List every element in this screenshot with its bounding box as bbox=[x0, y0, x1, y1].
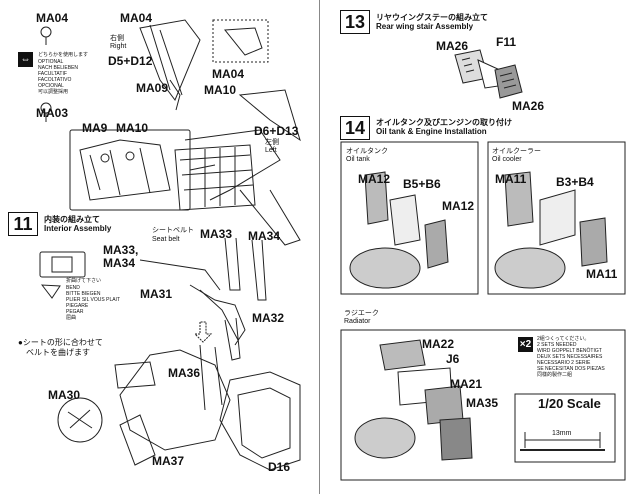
part-label-ma09: MA09 bbox=[136, 81, 169, 95]
oiltank-en: Oil tank bbox=[346, 156, 370, 163]
step-13-number: 13 bbox=[340, 10, 370, 34]
step-14-number: 14 bbox=[340, 116, 370, 140]
sets-line-7: 同樣的製作二組 bbox=[537, 372, 573, 378]
dimension-label: 13mm bbox=[552, 430, 572, 437]
sets-line-2: 2 SETS NEEDED bbox=[537, 342, 577, 348]
part-label-ma22: MA22 bbox=[422, 337, 455, 351]
page-divider bbox=[319, 0, 320, 494]
part-label-ma9: MA9 bbox=[82, 121, 108, 135]
radiator-en: Radiator bbox=[344, 318, 371, 325]
part-label-ma04: MA04 bbox=[36, 11, 69, 25]
part-label-ma12-b: MA12 bbox=[442, 199, 475, 213]
part-label-ma26: MA26 bbox=[436, 39, 469, 53]
optional-jp: どちらかを使用します bbox=[38, 52, 89, 58]
part-label-b3-b4: B3+B4 bbox=[556, 175, 594, 189]
part-label-ma37: MA37 bbox=[152, 454, 185, 468]
bend-line-2: BITTE BIEGEN bbox=[66, 291, 101, 297]
seatbelt-en: Seat belt bbox=[152, 236, 180, 243]
sets-line-4: DEUX SETS NECESSAIRES bbox=[537, 354, 603, 360]
bend-line-4: PIEGARE bbox=[66, 303, 89, 309]
optional-line-2: NACH BELIEBEN bbox=[38, 65, 79, 71]
part-label-ma21: MA21 bbox=[450, 377, 483, 391]
part-label-ma26-b: MA26 bbox=[512, 99, 545, 113]
times-two-badge: ×2 bbox=[518, 337, 533, 352]
left-jp: 左側 bbox=[265, 139, 279, 146]
note-jp-2: ベルトを曲げます bbox=[26, 348, 90, 357]
note-jp-1: ●シートの形に合わせて bbox=[18, 338, 103, 347]
part-label-ma34: MA34 bbox=[248, 229, 281, 243]
part-label-ma32: MA32 bbox=[252, 311, 285, 325]
sets-line-3: WIRD GOPPELT BENÖTIGT bbox=[537, 348, 602, 354]
part-label-ma12: MA12 bbox=[358, 172, 391, 186]
step-13-title-en: Rear wing stair Assembly bbox=[376, 22, 474, 31]
part-label-f11: F11 bbox=[496, 35, 517, 49]
part-label-ma04-b: MA04 bbox=[120, 11, 153, 25]
step-11-title-en: Interior Assembly bbox=[44, 224, 112, 233]
sets-line-5: NECESSARIO 2 SERIE bbox=[537, 360, 591, 366]
step-14-title-en: Oil tank & Engine Installation bbox=[376, 127, 487, 136]
step-13-title-jp: リヤウイングステーの組み立て bbox=[376, 13, 488, 22]
part-label-ma03: MA03 bbox=[36, 106, 69, 120]
sets-line-6: SE NECESITAN DOS PIEZAS bbox=[537, 366, 605, 372]
right-jp: 右側 bbox=[110, 35, 124, 42]
step-11-title-jp: 内装の組み立て bbox=[44, 215, 100, 224]
radiator-jp: ラジエーク bbox=[344, 310, 379, 317]
part-label-ma34-b: MA34 bbox=[103, 256, 136, 270]
bend-line-3: PLIER SIL VOUS PLAIT bbox=[66, 297, 121, 303]
part-label-j6: J6 bbox=[446, 352, 460, 366]
part-label-ma30: MA30 bbox=[48, 388, 81, 402]
part-label-b5-b6: B5+B6 bbox=[403, 177, 441, 191]
part-label-ma33-comma: MA33, bbox=[103, 243, 139, 257]
optional-line-6: 可以調整採用 bbox=[38, 89, 69, 95]
part-label-ma04-c: MA04 bbox=[212, 67, 245, 81]
part-label-ma11-b: MA11 bbox=[586, 267, 618, 281]
left-en: Left bbox=[265, 147, 277, 154]
part-label-d6-d13: D6+D13 bbox=[254, 124, 299, 138]
bend-jp: 折曲げて下さい bbox=[66, 278, 102, 284]
part-label-ma35: MA35 bbox=[466, 396, 499, 410]
optional-line-1: OPTIONAL bbox=[38, 59, 64, 65]
step-14-title-jp: オイルタンク及びエンジンの取り付け bbox=[376, 118, 512, 127]
bend-line-5: PEGAR bbox=[66, 309, 84, 315]
part-label-d5-d12: D5+D12 bbox=[108, 54, 153, 68]
part-label-ma33: MA33 bbox=[200, 227, 233, 241]
part-label-ma10-b: MA10 bbox=[116, 121, 149, 135]
part-label-ma36: MA36 bbox=[168, 366, 201, 380]
part-label-ma31: MA31 bbox=[140, 287, 173, 301]
oiltank-jp: オイルタンク bbox=[346, 148, 388, 155]
bend-line-1: BEND bbox=[66, 285, 80, 291]
oilcooler-jp: オイルクーラー bbox=[492, 148, 541, 155]
optional-line-3: FACULTATIF bbox=[38, 71, 67, 77]
optional-line-4: FACOLTATIVO bbox=[38, 77, 72, 83]
bend-line-6: 屈曲 bbox=[66, 315, 77, 321]
part-label-ma10: MA10 bbox=[204, 83, 237, 97]
right-en: Right bbox=[110, 43, 127, 50]
oilcooler-en: Oil cooler bbox=[492, 156, 522, 163]
scale-label: 1/20 Scale bbox=[538, 396, 601, 411]
seatbelt-jp: シートベルト bbox=[152, 227, 194, 234]
optional-line-5: OPCIONAL bbox=[38, 83, 64, 89]
part-label-d16: D16 bbox=[268, 460, 291, 474]
optional-arrows-icon: ⇔ bbox=[18, 52, 33, 67]
sets-line-1: 2組つくってください。 bbox=[537, 336, 590, 342]
step-11-number: 11 bbox=[8, 212, 38, 236]
part-label-ma11: MA11 bbox=[495, 172, 527, 186]
